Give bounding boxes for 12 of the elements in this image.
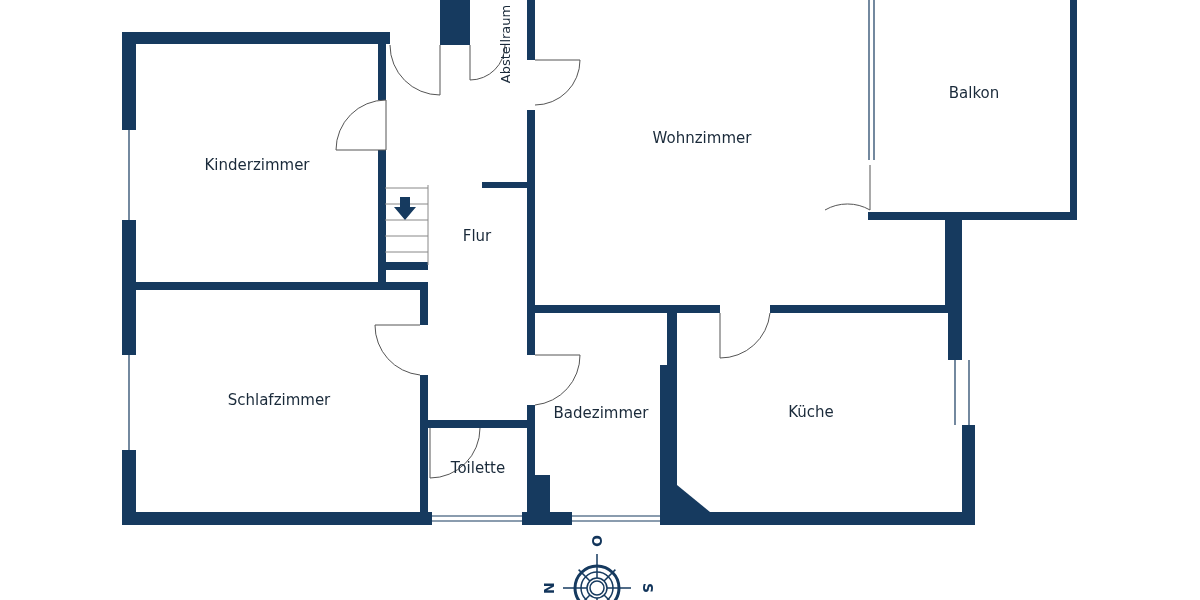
room-label: Kinderzimmer [204, 156, 310, 174]
room-label: Schlafzimmer [227, 391, 331, 409]
compass-direction: S [640, 582, 656, 594]
room-label: Flur [462, 227, 492, 245]
room-label: Wohnzimmer [652, 129, 752, 147]
compass-direction: N [541, 582, 557, 594]
room-label: Abstellraum [497, 4, 513, 84]
compass-direction: O [589, 535, 605, 547]
room-label: Küche [788, 403, 834, 421]
room-label: Toilette [450, 459, 506, 477]
room-label: Balkon [948, 84, 1000, 102]
room-label: Badezimmer [553, 404, 649, 422]
